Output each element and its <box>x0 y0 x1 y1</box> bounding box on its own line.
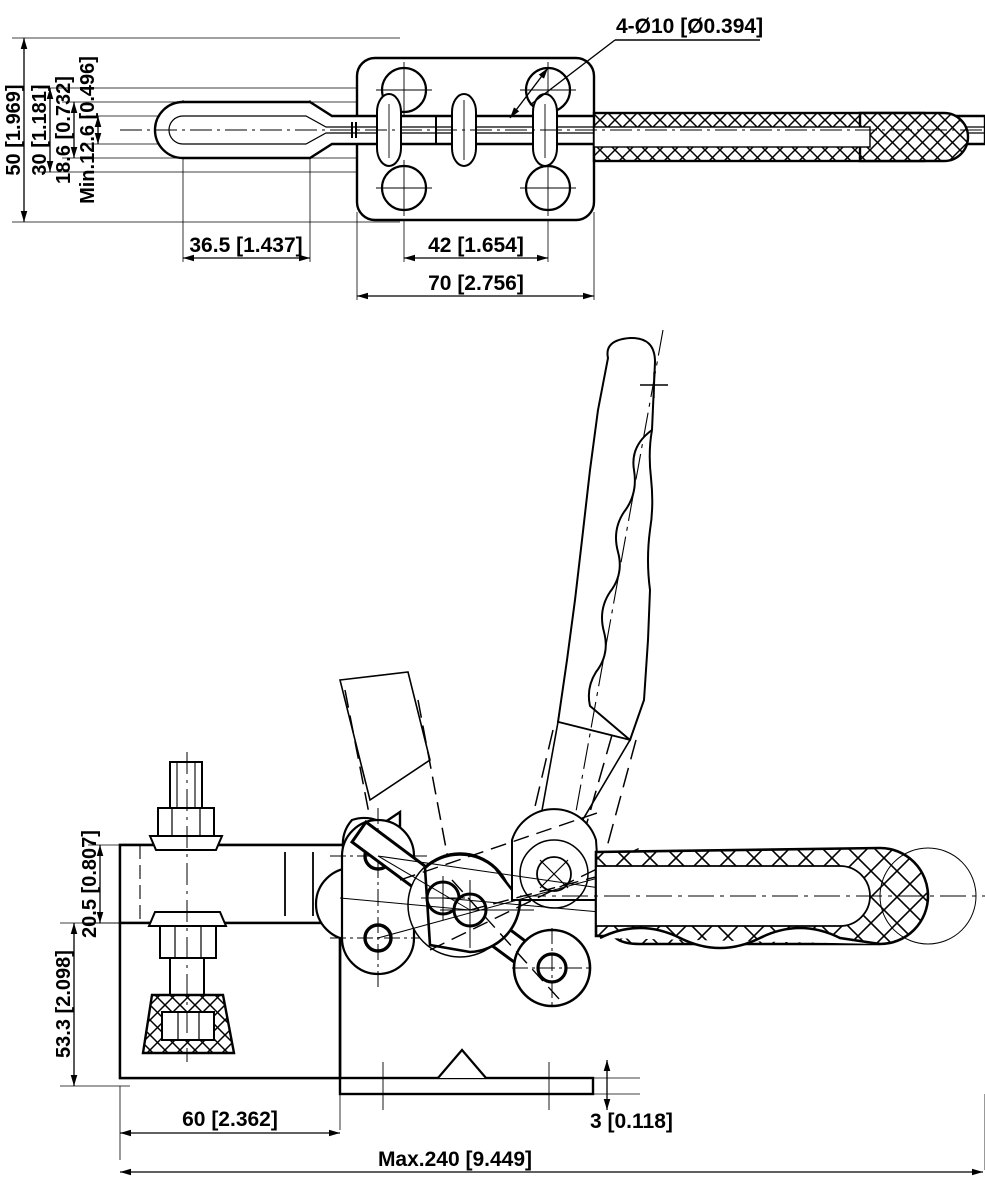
bracket-inner-ribs <box>139 845 314 923</box>
handle-open-grip <box>556 336 657 742</box>
top-view-group: 50 [1.969] 30 [1.181] 18.6 [0.732] Min.1… <box>3 15 985 300</box>
top-view-handle <box>592 111 970 163</box>
dim-text-max-length: Max.240 [9.449] <box>378 1148 532 1171</box>
handle-pivot-cross <box>539 859 569 889</box>
handle-open-finger-contour <box>587 429 653 741</box>
pin-lower-right-centerlines <box>512 928 592 1008</box>
handle-core-bar <box>593 126 871 148</box>
side-view-extension-lines <box>60 844 985 1170</box>
spindle-upper-nut <box>157 807 215 837</box>
dim-text-overall-width: 50 [1.969] <box>3 84 25 175</box>
handle-pivot-boss <box>511 808 602 901</box>
side-view-dimension-lines <box>70 845 983 1176</box>
top-view-mounting-holes <box>376 62 576 216</box>
handle-open-centerline <box>559 329 664 901</box>
dim-text-plate-length: 70 [2.756] <box>428 272 524 295</box>
dim-text-bar-inner: 18.6 [0.732] <box>53 76 75 184</box>
handle-closed-position <box>520 846 985 950</box>
dim-text-base-depth: 60 [2.362] <box>182 1108 278 1131</box>
base-plate-center-notch <box>437 1048 487 1079</box>
top-view-dimension-lines <box>20 38 594 300</box>
dim-text-open-height: 53.3 [2.098] <box>53 950 75 1058</box>
dim-text-hole-spacing: 42 [1.654] <box>428 234 524 257</box>
side-view-group: 20.5 [0.807] 53.3 [2.098] 60 [2.362] 3 [… <box>53 329 985 1176</box>
spindle-upper-washer <box>148 835 224 851</box>
handle-grip-end <box>858 111 970 163</box>
dim-text-slot-min: Min.12.6 [0.496] <box>77 56 99 204</box>
spindle-tip-nut <box>161 1011 215 1041</box>
handle-closed-finger-contour <box>599 926 881 950</box>
hole-callout-leader <box>509 39 760 119</box>
linkage-assembly <box>314 808 661 1008</box>
handle-end-arc <box>879 847 977 945</box>
base-plate-strip <box>338 1076 595 1096</box>
handle-open-center-cross <box>640 372 668 398</box>
callout-text-holes: 4-Ø10 [Ø0.394] <box>616 15 763 38</box>
dim-text-plate-thickness: 3 [0.118] <box>590 1110 673 1133</box>
dim-text-spindle-clearance: 20.5 [0.807] <box>79 830 101 938</box>
spindle-assembly <box>141 752 236 1062</box>
linkage-construction-lines <box>339 855 621 939</box>
base-plate-hole-marks <box>382 1062 550 1110</box>
dim-text-fork-length: 36.5 [1.437] <box>189 234 302 257</box>
spindle-lower-nut <box>159 925 217 959</box>
link-open-position-phantom <box>339 671 453 881</box>
dim-text-bar-outer: 30 [1.181] <box>29 84 51 175</box>
side-view-base-plate <box>338 1048 595 1110</box>
